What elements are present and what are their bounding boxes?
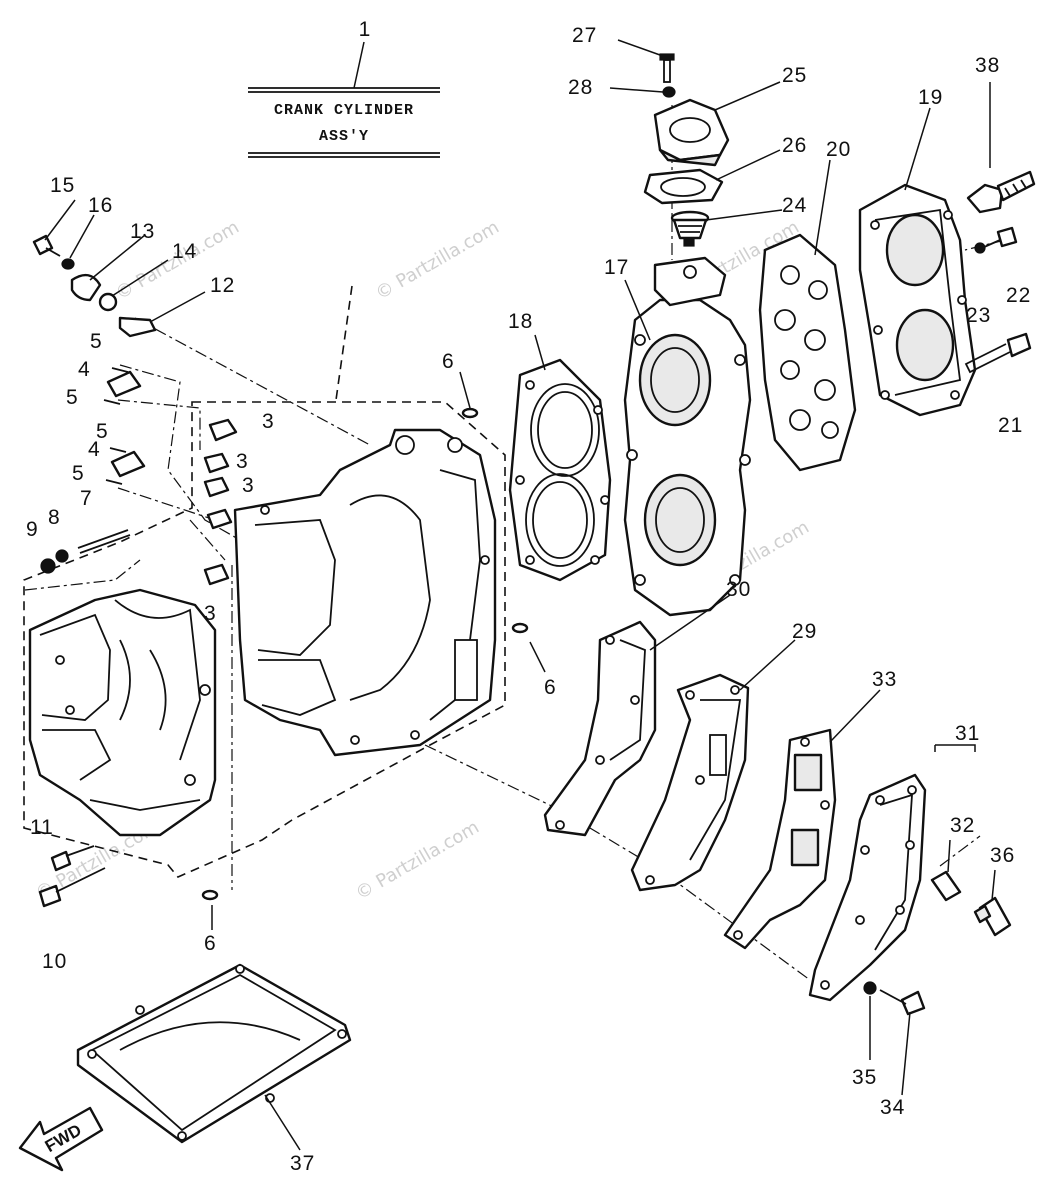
callout-1: 1 — [359, 18, 372, 41]
part-37-base-gasket — [76, 963, 352, 1144]
callout-13: 13 — [130, 220, 155, 243]
callout-33: 33 — [872, 668, 897, 691]
part-10-bolt — [38, 867, 106, 908]
part-24-thermostat — [670, 210, 710, 247]
crankcase-upper-half — [233, 428, 497, 757]
callout-24: 24 — [782, 194, 807, 217]
callout-4: 4 — [88, 438, 101, 461]
part-34-bolt — [879, 989, 926, 1016]
watermark-text: © Partzilla.com — [372, 217, 503, 305]
callout-36: 36 — [990, 844, 1015, 867]
part-4-hose — [106, 370, 146, 478]
part-29-exhaust-plate — [630, 673, 750, 892]
callout-17: 17 — [604, 256, 629, 279]
callout-37: 37 — [290, 1152, 315, 1175]
callout-6: 6 — [544, 676, 557, 699]
callout-14: 14 — [172, 240, 197, 263]
callout-8: 8 — [48, 506, 61, 529]
callout-3: 3 — [242, 474, 255, 497]
part-33-exhaust-gasket-inner — [723, 728, 837, 950]
part-36-plug — [973, 896, 1012, 937]
callout-20: 20 — [826, 138, 851, 161]
part-13-clamp — [70, 273, 102, 302]
part-17-cylinder-head — [623, 256, 752, 617]
part-35-washer — [863, 981, 877, 995]
callout-7: 7 — [80, 487, 93, 510]
callout-3: 3 — [236, 450, 249, 473]
callout-26: 26 — [782, 134, 807, 157]
callout-22: 22 — [1006, 284, 1031, 307]
part-32-plug — [930, 835, 981, 902]
part-14-fitting — [98, 292, 118, 312]
callout-11: 11 — [30, 816, 54, 839]
callout-5: 5 — [66, 386, 79, 409]
callout-3: 3 — [262, 410, 275, 433]
part-19-head-cover — [858, 183, 977, 417]
callout-19: 19 — [918, 86, 943, 109]
part-15-bolt — [32, 234, 61, 257]
callout-5: 5 — [96, 420, 109, 443]
callout-38: 38 — [975, 54, 1000, 77]
callout-34: 34 — [880, 1096, 905, 1119]
callout-31: 31 — [955, 722, 980, 745]
callout-21: 21 — [998, 414, 1023, 437]
callout-27: 27 — [572, 24, 597, 47]
part-21-bolt — [964, 332, 1032, 374]
callout-5: 5 — [72, 462, 85, 485]
callout-4: 4 — [78, 358, 91, 381]
watermark-text: © Partzilla.com — [352, 817, 483, 905]
callout-5: 5 — [90, 330, 103, 353]
part-9-nut — [40, 558, 56, 574]
part-22-bolt — [981, 226, 1018, 249]
callout-10: 10 — [42, 950, 67, 973]
callout-32: 32 — [950, 814, 975, 837]
part-11-bolt — [50, 845, 95, 872]
leader-lines — [44, 39, 996, 1151]
part-20-head-cover-gasket — [758, 233, 857, 472]
callout-35: 35 — [852, 1066, 877, 1089]
callout-16: 16 — [88, 194, 113, 217]
part-12-fitting — [118, 291, 206, 338]
forward-direction-arrow: FWD — [18, 1106, 104, 1172]
callout-29: 29 — [792, 620, 817, 643]
callout-6: 6 — [442, 350, 455, 373]
part-25-thermostat-cover — [653, 98, 730, 167]
callout-25: 25 — [782, 64, 807, 87]
part-16-washer — [61, 258, 75, 270]
part-6-dowel-pin — [201, 407, 529, 901]
callout-23: 23 — [966, 304, 991, 327]
part-38-temp-sender — [966, 82, 1036, 214]
part-7-stud — [77, 529, 131, 554]
assembly-label-box: CRANK CYLINDER ASS'Y — [248, 41, 440, 158]
part-27-bolt — [659, 53, 675, 83]
part-26-thermostat-gasket — [643, 168, 724, 205]
part-31-exhaust-cover-assy — [808, 744, 976, 1002]
part-5-clip — [103, 367, 129, 485]
callout-9: 9 — [26, 518, 39, 541]
callout-28: 28 — [568, 76, 593, 99]
callout-6: 6 — [204, 932, 217, 955]
callout-30: 30 — [726, 578, 751, 601]
crankcase-lower-half — [28, 588, 217, 837]
part-23-washer — [974, 242, 986, 254]
callout-18: 18 — [508, 310, 533, 333]
part-28-washer — [662, 86, 676, 98]
part-3-nipple — [203, 418, 238, 586]
assembly-subtitle: ASS'Y — [319, 128, 369, 145]
part-8-washer — [55, 549, 69, 563]
callout-numbers: 1 3 3 3 3 4 4 5 5 5 5 6 6 6 7 8 9 10 11 … — [26, 18, 1031, 1175]
assembly-title: CRANK CYLINDER — [274, 102, 414, 119]
callout-3: 3 — [204, 602, 217, 625]
part-18-head-gasket — [508, 358, 612, 582]
callout-12: 12 — [210, 274, 235, 297]
part-30-exhaust-gasket — [543, 620, 657, 837]
callout-15: 15 — [50, 174, 75, 197]
